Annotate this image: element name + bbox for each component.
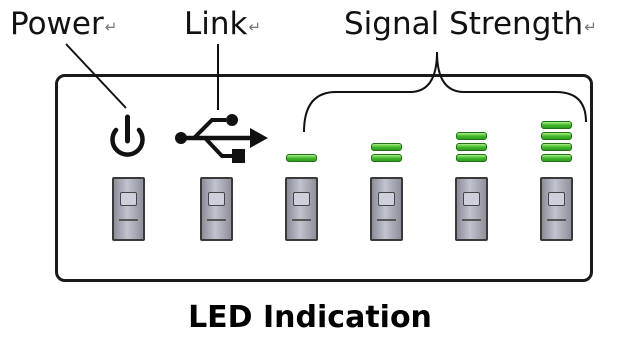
signal-led-3 — [455, 177, 488, 241]
signal-led-4 — [540, 177, 573, 241]
link-label: Link↵ — [184, 6, 262, 42]
signal-bar — [456, 154, 487, 162]
signal-bar — [541, 154, 572, 162]
signal-led-1 — [285, 177, 318, 241]
power-label: Power↵ — [10, 6, 118, 42]
signal-bar — [541, 132, 572, 140]
power-leader-line — [65, 43, 127, 109]
return-mark: ↵ — [248, 18, 262, 36]
caption: LED Indication — [188, 300, 432, 335]
return-mark: ↵ — [104, 18, 118, 36]
signal-bar — [371, 143, 402, 151]
signal-bar — [371, 154, 402, 162]
signal-bar — [456, 143, 487, 151]
link-led — [200, 177, 233, 241]
return-mark: ↵ — [584, 18, 597, 36]
power-led — [112, 177, 145, 241]
usb-icon — [175, 114, 268, 163]
signal-bar — [456, 132, 487, 140]
power-icon — [110, 114, 145, 157]
signal-strength-label: Signal Strength↵ — [344, 6, 597, 42]
signal-bar — [286, 154, 317, 162]
signal-bar — [541, 143, 572, 151]
signal-led-2 — [370, 177, 403, 241]
signal-bracket — [303, 51, 587, 133]
signal-bar — [541, 121, 572, 129]
